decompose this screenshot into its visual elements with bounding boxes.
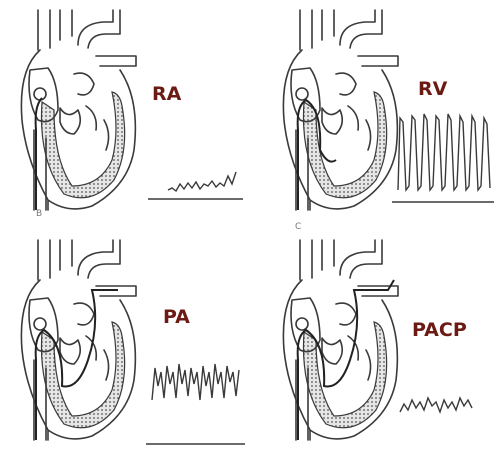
label-pacp: PACP [412,319,467,341]
waveform-ra [168,172,236,191]
waveform-rv [398,114,490,190]
sublabel-b: B [36,209,42,219]
panel-pacp [283,240,398,440]
heart-illustration-icon [283,240,398,440]
label-rv: RV [418,78,448,100]
label-pa: PA [163,306,190,328]
waveform-pacp [400,398,472,412]
panel-pa [21,240,136,440]
panel-rv [283,10,398,210]
panel-ra [21,10,136,210]
label-ra: RA [152,83,182,105]
heart-illustration-icon [283,10,398,210]
heart-illustration-icon [21,240,136,440]
waveform-pa [152,364,239,400]
sublabel-c: C [295,222,301,232]
heart-illustration-icon [21,10,136,210]
